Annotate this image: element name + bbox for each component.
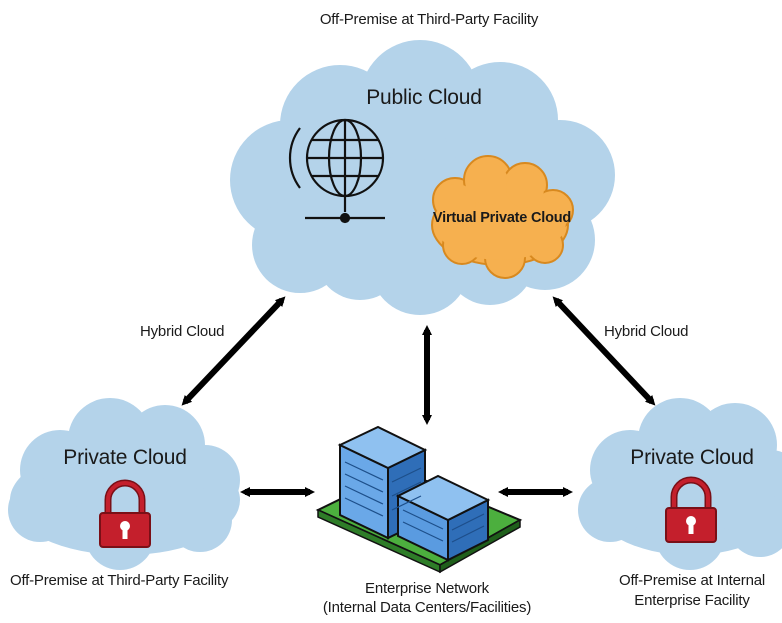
hybrid-cloud-right-label: Hybrid Cloud bbox=[604, 323, 689, 340]
left-private-cloud-shape bbox=[8, 398, 240, 570]
left-private-cloud-caption: Off-Premise at Third-Party Facility bbox=[10, 572, 229, 589]
virtual-private-cloud-label: Virtual Private Cloud bbox=[432, 210, 572, 226]
hybrid-cloud-left-label: Hybrid Cloud bbox=[140, 323, 225, 340]
left-private-cloud-title: Private Cloud bbox=[63, 446, 187, 469]
left-padlock-icon bbox=[99, 479, 151, 548]
hybrid-arrow-right bbox=[552, 296, 656, 406]
right-private-cloud-caption-line1: Off-Premise at Internal bbox=[618, 572, 766, 589]
right-padlock-icon bbox=[665, 476, 717, 543]
public-cloud-top-caption: Off-Premise at Third-Party Facility bbox=[319, 11, 539, 28]
office-building-icon bbox=[315, 425, 523, 574]
vpc-fill bbox=[434, 163, 567, 260]
right-private-cloud-title: Private Cloud bbox=[630, 446, 754, 469]
public-cloud-shape bbox=[230, 40, 615, 315]
enterprise-caption-line2: (Internal Data Centers/Facilities) bbox=[322, 599, 532, 616]
enterprise-caption-line1: Enterprise Network bbox=[365, 580, 489, 597]
right-private-cloud-caption-line2: Enterprise Facility bbox=[634, 592, 750, 609]
globe-network-icon bbox=[288, 118, 385, 224]
hybrid-arrow-left bbox=[181, 296, 286, 406]
public-cloud-title: Public Cloud bbox=[366, 86, 482, 109]
connection-arrows bbox=[181, 296, 656, 497]
